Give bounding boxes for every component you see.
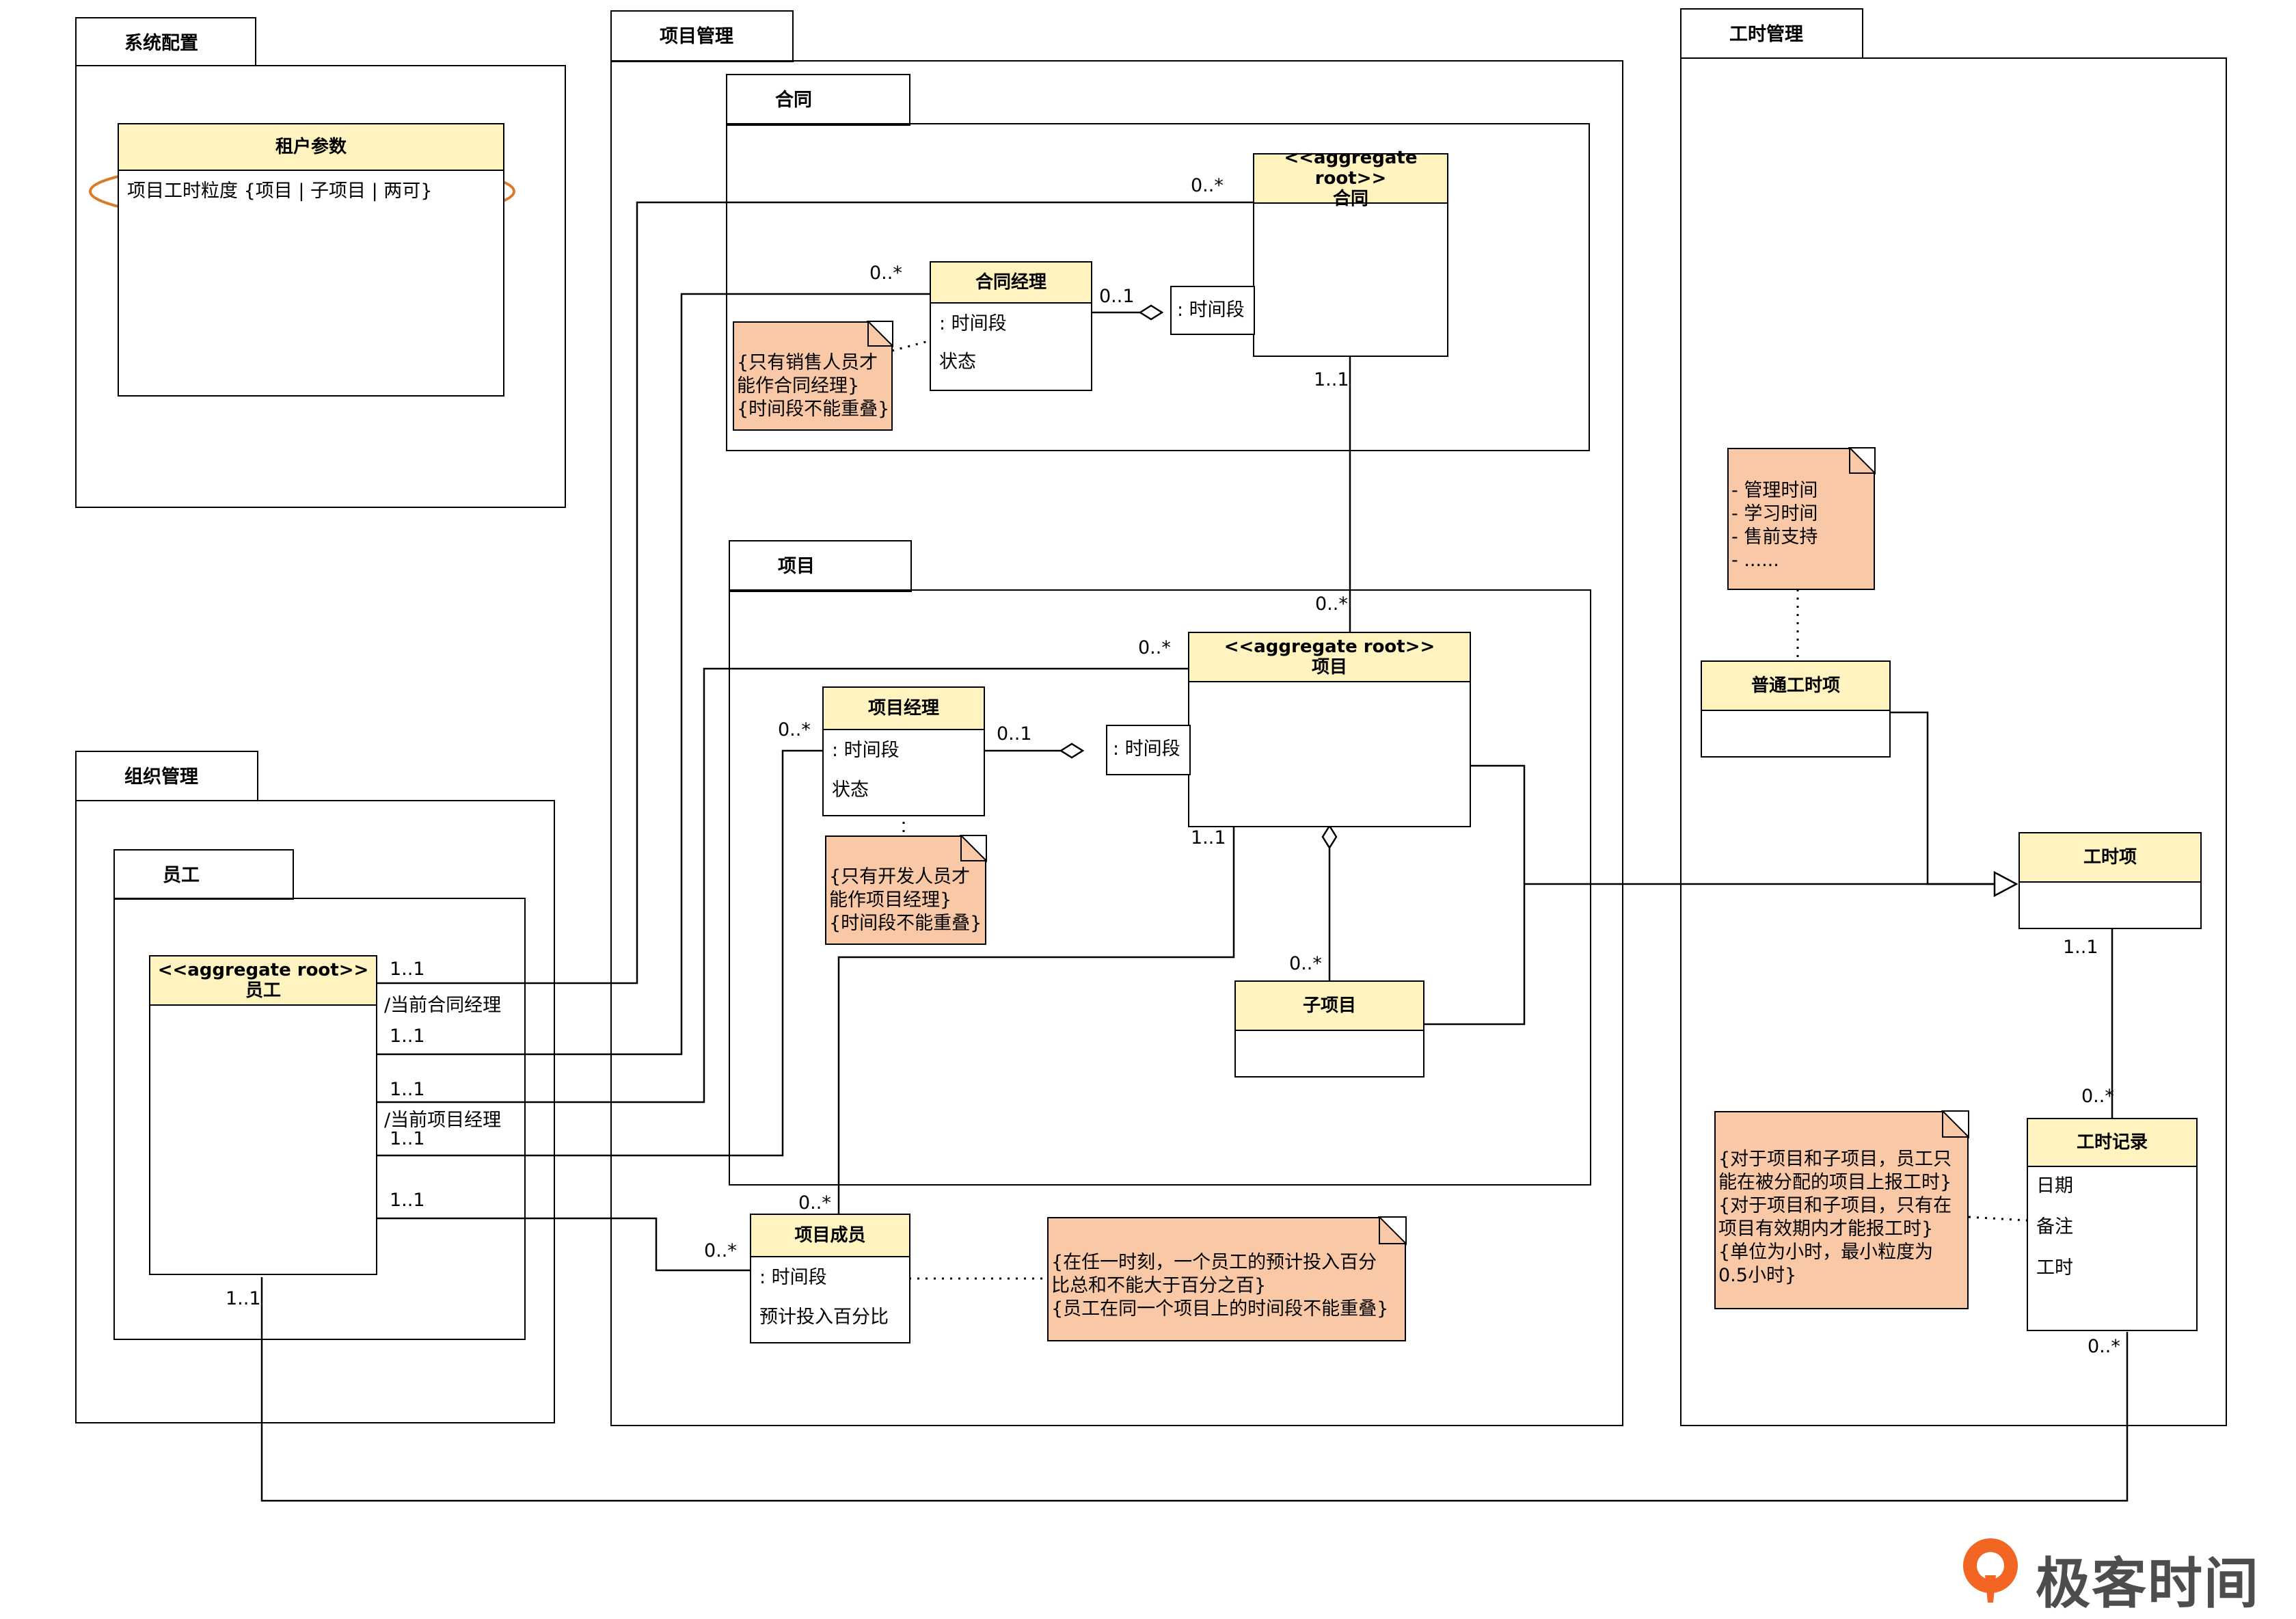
mult-member-project: 0..* [798,1192,831,1214]
brand-logo: 极客时间 [1955,1531,2283,1616]
package-project [729,589,1591,1186]
class-subproject: 子项目 [1234,980,1424,1078]
attr-period: : 时间段 [939,313,1007,334]
stereotype-label: <<aggregate root>> [1284,148,1418,189]
attr-allocation: 预计投入百分比 [759,1307,889,1328]
mult-employee-cm: 1..1 [390,1026,425,1047]
mult-project-employee: 0..* [1138,637,1171,658]
class-name: 工时记录 [2028,1119,2196,1167]
attr-period: : 时间段 [832,740,900,761]
mult-pm-employee: 0..* [778,719,811,740]
diamond-contract-qualifier [1138,304,1164,321]
package-tab-employee: 员工 [113,849,294,900]
line-employee-project [377,667,1188,1103]
class-normal-time-item: 普通工时项 [1701,660,1891,758]
stereotype-label: <<aggregate root>> [157,960,369,980]
class-name: 工时项 [2020,833,2200,883]
dots-record-note [1968,1216,2027,1222]
diamond-project-qualifier [1059,742,1085,759]
mult-record-timeitem: 0..* [2081,1086,2114,1107]
line-employee-contract-manager [377,293,931,1056]
class-name: 租户参数 [119,124,503,171]
class-contract: <<aggregate root>> 合同 [1253,148,1448,357]
mult-project-member: 1..1 [1191,827,1226,848]
class-name: 项目成员 [751,1215,909,1257]
package-contract [726,123,1590,451]
mult-pm-project: 0..1 [997,723,1032,745]
qualifier-project-period: : 时间段 [1106,725,1191,775]
class-contract-manager: 合同经理 : 时间段 状态 [930,261,1092,391]
mult-project-contract: 0..* [1315,593,1348,615]
brand-logo-icon [1963,1538,2018,1603]
mult-timeitem-record: 1..1 [2063,937,2098,958]
package-tab-system-config: 系统配置 [75,17,256,66]
package-employee [113,898,526,1340]
class-name: 普通工时项 [1702,662,1889,711]
class-project-manager: 项目经理 : 时间段 状态 [822,686,985,816]
mult-employee-project: 1..1 [390,1079,425,1100]
qualifier-contract-period: : 时间段 [1170,286,1255,335]
class-name: 合同 [1332,189,1368,209]
package-timesheet-mgmt [1680,57,2227,1426]
package-tab-timesheet-mgmt: 工时管理 [1680,8,1863,59]
class-name: 项目经理 [824,688,984,730]
mult-employee-contract: 1..1 [390,959,425,980]
line-employee-member [377,1217,750,1272]
note-time-record: {对于项目和子项目，员工只 能在被分配的项目上报工时} {对于项目和子项目，只有… [1714,1111,1969,1309]
package-project-mgmt [610,60,1623,1426]
class-tenant-param: 租户参数 项目工时粒度 {项目 | 子项目 | 两可} [118,123,504,397]
note-project-member: {在任一时刻，一个员工的预计投入百分 比总和不能大于百分之百} {员工在同一个项… [1047,1217,1406,1341]
attr-status: 状态 [832,779,869,801]
attr-status: 状态 [939,351,976,373]
line-project-timeitem [1424,764,1526,1026]
attr-period: : 时间段 [759,1267,827,1288]
mult-employee-member: 1..1 [390,1190,425,1211]
note-normal-item: - 管理时间 - 学习时间 - 售前支持 - ...... [1727,448,1875,590]
brand-name: 极客时间 [2036,1552,2260,1616]
line-employee-record [260,1277,2129,1502]
mult-cm-contract: 0..1 [1099,286,1135,307]
class-name: 项目 [1311,657,1347,678]
class-employee: <<aggregate root>> 员工 [149,955,377,1275]
role-current-contract-manager: /当前合同经理 [384,990,502,1017]
note-project-manager: {只有开发人员才 能作项目经理} {时间段不能重叠} [825,835,986,945]
attr-remark: 备注 [2036,1216,2073,1237]
package-tab-project: 项目 [729,540,912,592]
mult-subproject: 0..* [1289,953,1322,974]
class-time-item: 工时项 [2018,832,2202,929]
diamond-project-subproject [1321,824,1338,850]
generalization-arrow [1993,870,2018,898]
stereotype-label: <<aggregate root>> [1224,637,1435,657]
package-org-mgmt [75,800,555,1423]
class-project-member: 项目成员 : 时间段 预计投入百分比 [750,1214,910,1343]
package-tab-project-mgmt: 项目管理 [610,10,794,62]
attr-granularity: 项目工时粒度 {项目 | 子项目 | 两可} [127,180,433,202]
line-employee-project-manager [377,749,824,1157]
mult-contract-project: 1..1 [1314,369,1349,390]
line-employee-contract [377,201,1254,985]
note-contract-manager: {只有销售人员才 能作合同经理} {时间段不能重叠} [733,321,893,431]
class-name: 合同经理 [931,263,1091,304]
attr-hours: 工时 [2036,1257,2073,1279]
line-normal-timeitem [1890,711,1995,885]
mult-employee-record: 1..1 [226,1288,261,1309]
package-system-config [75,65,566,508]
package-tab-contract: 合同 [726,74,910,126]
mult-contract-employee: 0..* [1191,175,1224,196]
mult-cm-employee: 0..* [869,263,902,284]
mult-employee-pm: 1..1 [390,1128,425,1149]
dots-cm-note [891,339,932,352]
role-current-project-manager: /当前项目经理 [384,1105,502,1132]
mult-member-employee: 0..* [704,1240,737,1261]
class-name: 员工 [245,980,281,1001]
class-name: 子项目 [1236,982,1423,1031]
class-time-record: 工时记录 日期 备注 工时 [2027,1118,2198,1331]
attr-date: 日期 [2036,1175,2073,1196]
mult-record-employee: 0..* [2088,1336,2120,1357]
line-member-project [837,827,1235,1214]
package-tab-org-mgmt: 组织管理 [75,751,258,801]
class-project: <<aggregate root>> 项目 [1188,632,1471,827]
